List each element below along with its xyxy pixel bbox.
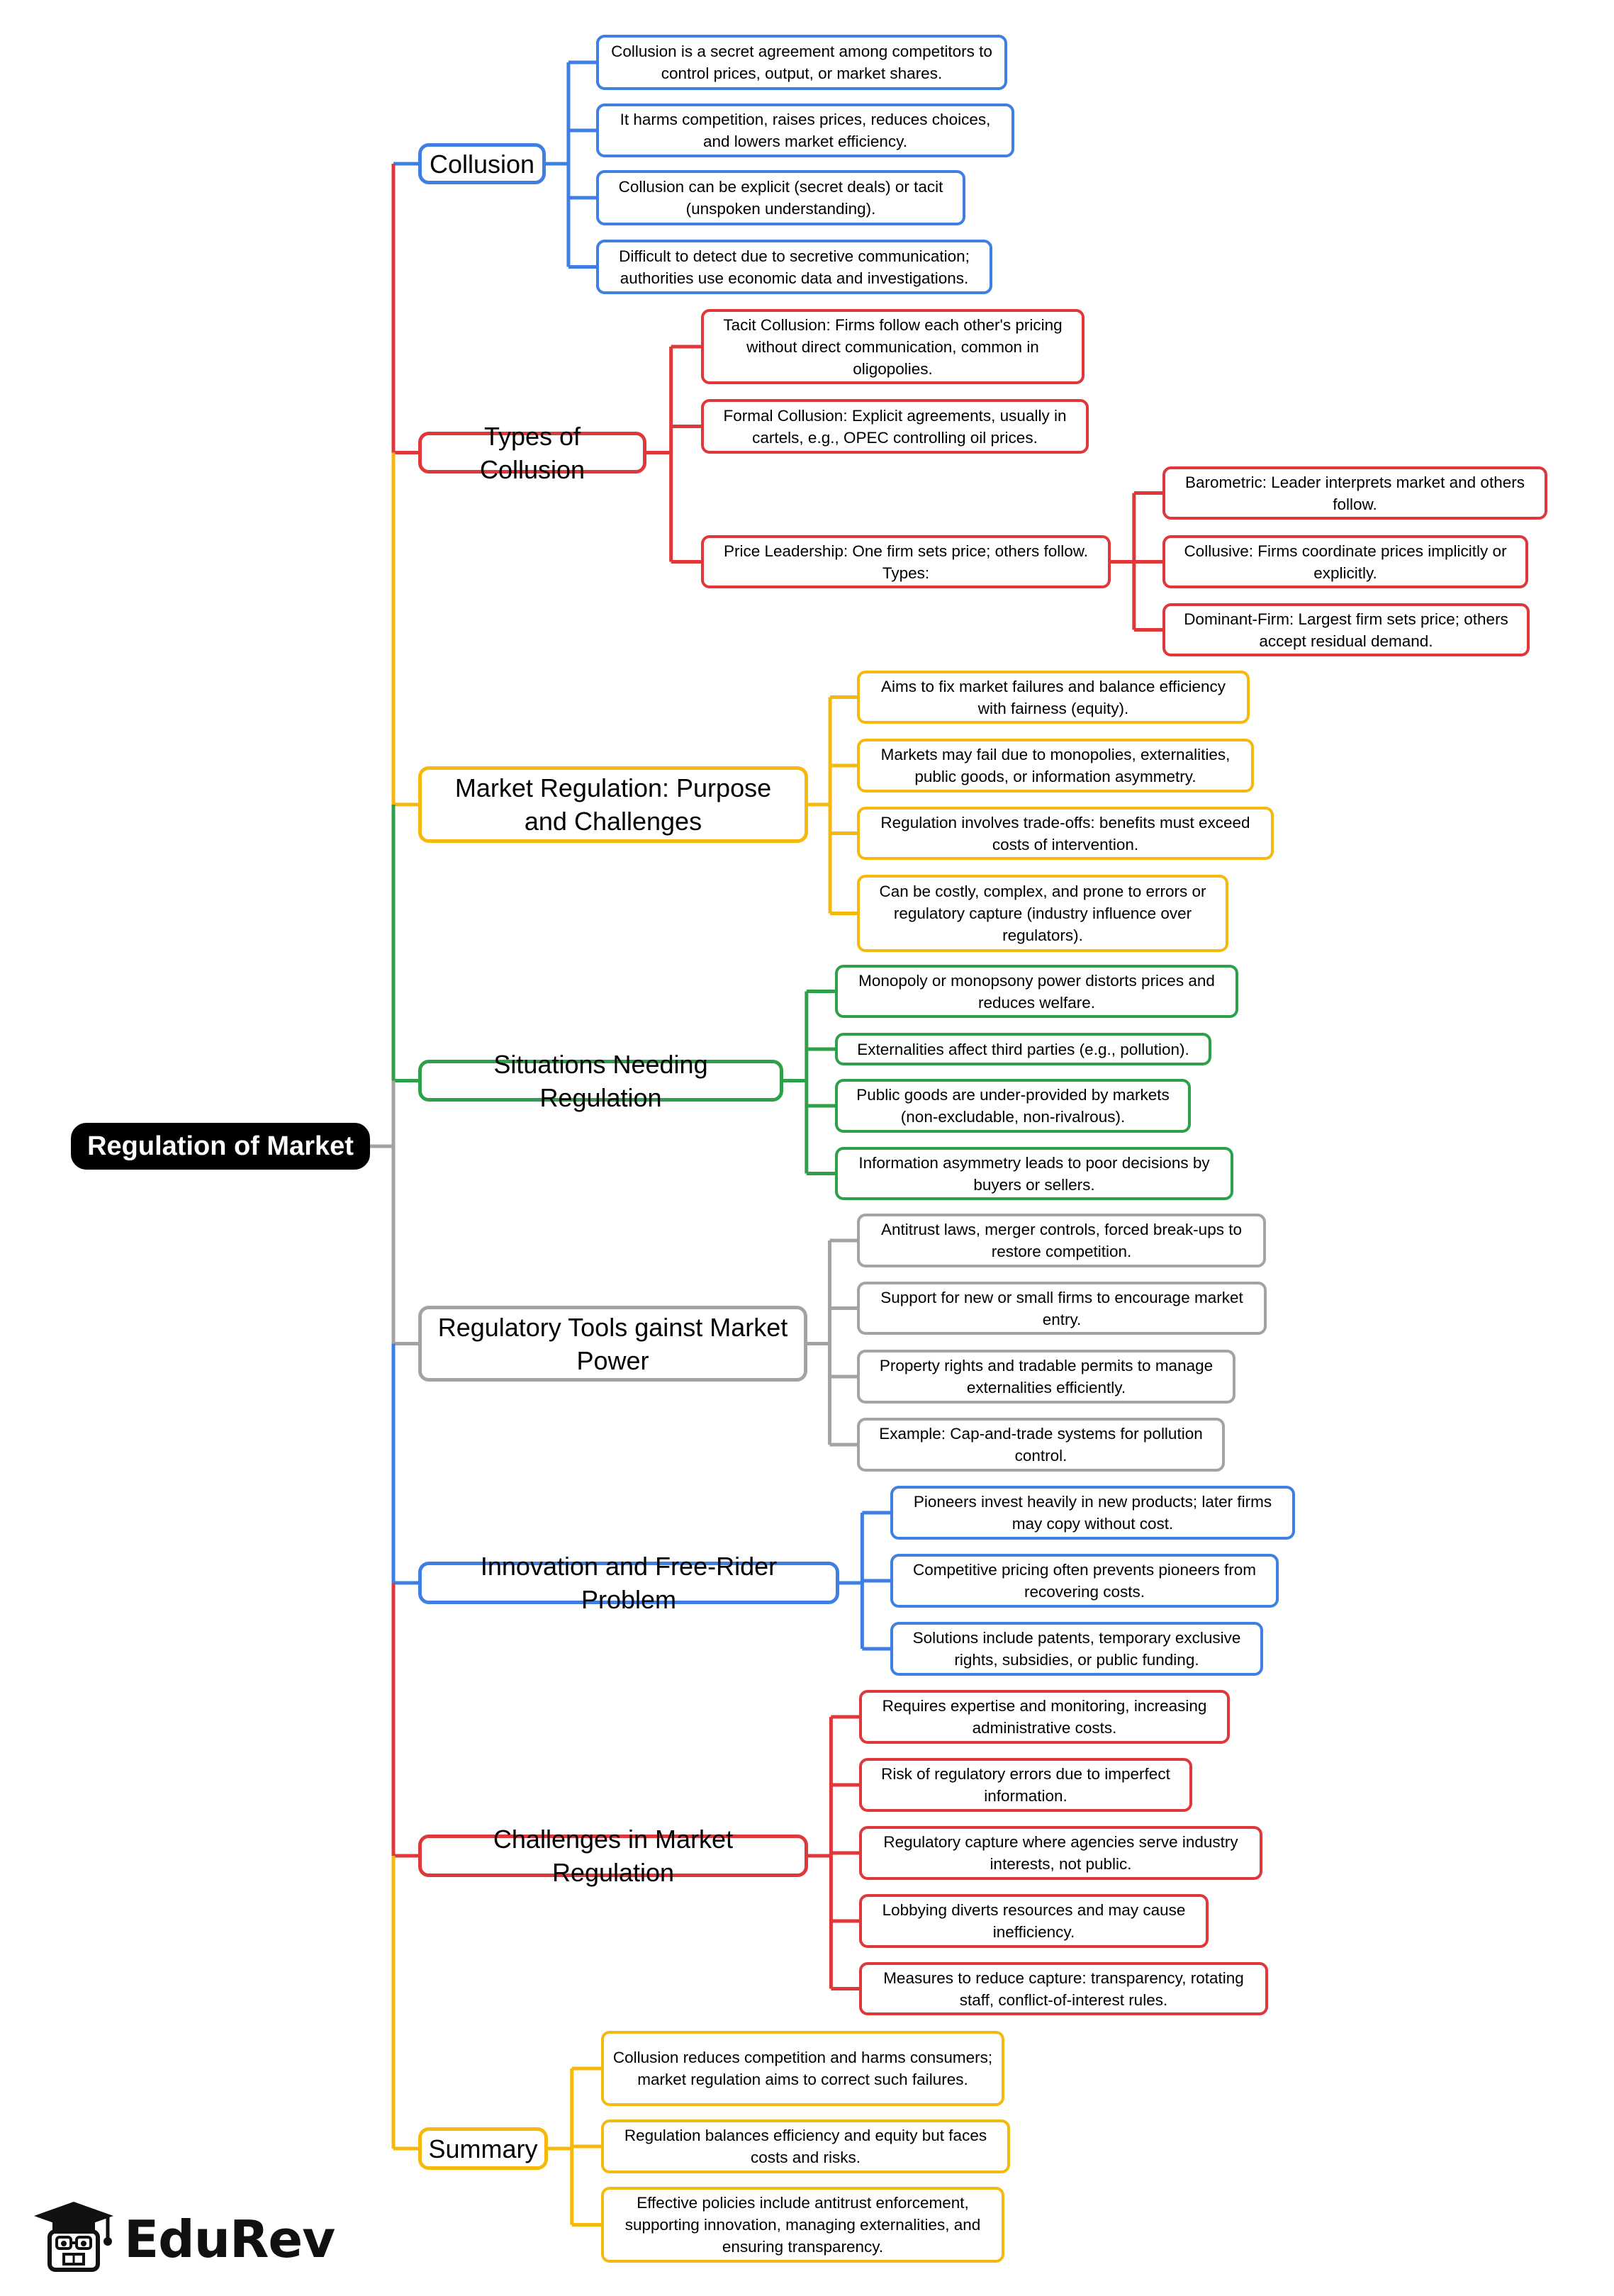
branch-summary-leaf: Collusion reduces competition and harms … bbox=[601, 2031, 1004, 2106]
branch-summary-leaf-label: Collusion reduces competition and harms … bbox=[612, 2049, 993, 2088]
branch-summary-label: Summary bbox=[428, 2134, 538, 2163]
branch-collusion-leaf-label: Difficult to detect due to secretive com… bbox=[619, 247, 970, 287]
branch-situations-needing-regulation-leaf-label: Public goods are under-provided by marke… bbox=[856, 1086, 1170, 1126]
branch-types-of-collusion-subleaf-label: Dominant-Firm: Largest firm sets price; … bbox=[1184, 610, 1508, 650]
branch-situations-needing-regulation: Situations Needing Regulation bbox=[418, 1050, 783, 1112]
branch-challenges-in-market-regulation-leaf: Requires expertise and monitoring, incre… bbox=[859, 1690, 1230, 1744]
branch-situations-needing-regulation-leaf: Externalities affect third parties (e.g.… bbox=[835, 1033, 1211, 1065]
branch-regulatory-tools-gainst-market-power-leaf: Antitrust laws, merger controls, forced … bbox=[857, 1214, 1266, 1267]
branch-innovation-and-free-rider-problem-leaf-label: Competitive pricing often prevents pione… bbox=[913, 1561, 1256, 1601]
branch-challenges-in-market-regulation-leaf-label: Regulatory capture where agencies serve … bbox=[883, 1833, 1238, 1873]
branch-types-of-collusion-subleaf: Barometric: Leader interprets market and… bbox=[1162, 466, 1547, 520]
branch-summary-leaf: Regulation balances efficiency and equit… bbox=[601, 2119, 1010, 2173]
branch-situations-needing-regulation-label: Situations Needing Regulation bbox=[493, 1049, 708, 1112]
branch-market-regulation-purpose-and-challenges-leaf-label: Can be costly, complex, and prone to err… bbox=[879, 883, 1206, 944]
branch-collusion-leaf-label: Collusion can be explicit (secret deals)… bbox=[618, 178, 943, 218]
branch-types-of-collusion-leaf: Formal Collusion: Explicit agreements, u… bbox=[701, 399, 1089, 454]
branch-collusion-label: Collusion bbox=[429, 149, 535, 179]
branch-collusion-leaf: It harms competition, raises prices, red… bbox=[596, 103, 1014, 157]
branch-regulatory-tools-gainst-market-power-leaf-label: Example: Cap-and-trade systems for pollu… bbox=[879, 1425, 1203, 1465]
branch-regulatory-tools-gainst-market-power-leaf: Support for new or small firms to encour… bbox=[857, 1282, 1267, 1335]
branch-collusion-leaf: Difficult to detect due to secretive com… bbox=[596, 240, 992, 294]
branch-collusion-leaf-label: It harms competition, raises prices, red… bbox=[620, 111, 991, 150]
branch-market-regulation-purpose-and-challenges-leaf: Markets may fail due to monopolies, exte… bbox=[857, 739, 1254, 793]
branch-challenges-in-market-regulation-leaf-label: Lobbying diverts resources and may cause… bbox=[882, 1901, 1186, 1941]
branch-innovation-and-free-rider-problem-label: Innovation and Free-Rider Problem bbox=[480, 1552, 778, 1614]
branch-types-of-collusion-leaf-label: Price Leadership: One firm sets price; o… bbox=[724, 542, 1088, 582]
branch-collusion-leaf: Collusion is a secret agreement among co… bbox=[596, 35, 1007, 90]
branch-regulatory-tools-gainst-market-power-leaf-label: Support for new or small firms to encour… bbox=[880, 1288, 1243, 1328]
branch-situations-needing-regulation-leaf: Public goods are under-provided by marke… bbox=[835, 1079, 1191, 1133]
branch-types-of-collusion-leaf-label: Tacit Collusion: Firms follow each other… bbox=[723, 315, 1063, 378]
branch-innovation-and-free-rider-problem-leaf-label: Solutions include patents, temporary exc… bbox=[912, 1629, 1241, 1669]
branch-summary-leaf-label: Regulation balances efficiency and equit… bbox=[624, 2127, 987, 2166]
branch-challenges-in-market-regulation-leaf: Regulatory capture where agencies serve … bbox=[859, 1826, 1262, 1880]
branch-collusion: Collusion bbox=[418, 143, 546, 184]
branch-market-regulation-purpose-and-challenges-leaf-label: Aims to fix market failures and balance … bbox=[880, 677, 1226, 717]
branch-market-regulation-purpose-and-challenges-leaf-label: Markets may fail due to monopolies, exte… bbox=[880, 746, 1231, 785]
root-node: Regulation of Market bbox=[71, 1123, 370, 1170]
branch-market-regulation-purpose-and-challenges-leaf-label: Regulation involves trade-offs: benefits… bbox=[880, 813, 1250, 853]
branch-challenges-in-market-regulation-leaf-label: Requires expertise and monitoring, incre… bbox=[882, 1697, 1207, 1737]
branch-innovation-and-free-rider-problem-leaf-label: Pioneers invest heavily in new products;… bbox=[913, 1493, 1272, 1533]
branch-challenges-in-market-regulation-leaf-label: Measures to reduce capture: transparency… bbox=[883, 1969, 1244, 2009]
branch-situations-needing-regulation-leaf-label: Monopoly or monopsony power distorts pri… bbox=[858, 971, 1215, 1012]
branch-types-of-collusion-leaf: Price Leadership: One firm sets price; o… bbox=[701, 535, 1111, 588]
branch-market-regulation-purpose-and-challenges-leaf: Aims to fix market failures and balance … bbox=[857, 671, 1250, 724]
branch-situations-needing-regulation-leaf-label: Information asymmetry leads to poor deci… bbox=[858, 1153, 1210, 1194]
branch-market-regulation-purpose-and-challenges-label: Market Regulation: Purpose and Challenge… bbox=[454, 773, 772, 836]
branch-types-of-collusion-leaf-label: Formal Collusion: Explicit agreements, u… bbox=[723, 406, 1067, 447]
branch-summary-leaf-label: Effective policies include antitrust enf… bbox=[624, 2194, 981, 2256]
edurev-logo-icon bbox=[34, 2202, 113, 2272]
branch-innovation-and-free-rider-problem-leaf: Solutions include patents, temporary exc… bbox=[890, 1622, 1263, 1676]
branch-regulatory-tools-gainst-market-power: Regulatory Tools gainst Market Power bbox=[418, 1306, 807, 1382]
branch-challenges-in-market-regulation: Challenges in Market Regulation bbox=[418, 1825, 808, 1887]
branch-regulatory-tools-gainst-market-power-label: Regulatory Tools gainst Market Power bbox=[437, 1312, 788, 1375]
branch-regulatory-tools-gainst-market-power-leaf: Example: Cap-and-trade systems for pollu… bbox=[857, 1418, 1225, 1472]
branch-innovation-and-free-rider-problem-leaf: Pioneers invest heavily in new products;… bbox=[890, 1486, 1295, 1540]
branch-types-of-collusion-label: Types of Collusion bbox=[479, 421, 585, 484]
branch-types-of-collusion-leaf: Tacit Collusion: Firms follow each other… bbox=[701, 309, 1085, 384]
root-node-label: Regulation of Market bbox=[87, 1131, 354, 1161]
branch-regulatory-tools-gainst-market-power-leaf-label: Property rights and tradable permits to … bbox=[879, 1357, 1214, 1396]
branch-regulatory-tools-gainst-market-power-leaf: Property rights and tradable permits to … bbox=[857, 1350, 1235, 1404]
branch-types-of-collusion-subleaf-label: Barometric: Leader interprets market and… bbox=[1185, 473, 1525, 513]
branch-regulatory-tools-gainst-market-power-leaf-label: Antitrust laws, merger controls, forced … bbox=[881, 1221, 1242, 1260]
branch-types-of-collusion-subleaf: Dominant-Firm: Largest firm sets price; … bbox=[1162, 603, 1530, 656]
branch-challenges-in-market-regulation-leaf-label: Risk of regulatory errors due to imperfe… bbox=[881, 1765, 1170, 1805]
branch-challenges-in-market-regulation-leaf: Risk of regulatory errors due to imperfe… bbox=[859, 1758, 1192, 1812]
branch-types-of-collusion-subleaf-label: Collusive: Firms coordinate prices impli… bbox=[1184, 542, 1507, 582]
branch-challenges-in-market-regulation-label: Challenges in Market Regulation bbox=[493, 1825, 734, 1887]
branch-types-of-collusion-subleaf: Collusive: Firms coordinate prices impli… bbox=[1162, 535, 1528, 588]
branch-summary-leaf: Effective policies include antitrust enf… bbox=[601, 2187, 1004, 2263]
branch-situations-needing-regulation-leaf: Monopoly or monopsony power distorts pri… bbox=[835, 965, 1238, 1018]
branch-innovation-and-free-rider-problem-leaf: Competitive pricing often prevents pione… bbox=[890, 1554, 1279, 1608]
branch-situations-needing-regulation-leaf: Information asymmetry leads to poor deci… bbox=[835, 1147, 1233, 1200]
branch-innovation-and-free-rider-problem: Innovation and Free-Rider Problem bbox=[418, 1552, 839, 1614]
branch-market-regulation-purpose-and-challenges: Market Regulation: Purpose and Challenge… bbox=[418, 766, 808, 843]
branch-situations-needing-regulation-leaf-label: Externalities affect third parties (e.g.… bbox=[857, 1040, 1189, 1058]
branch-challenges-in-market-regulation-leaf: Measures to reduce capture: transparency… bbox=[859, 1962, 1268, 2015]
branch-types-of-collusion: Types of Collusion bbox=[418, 422, 646, 484]
branch-collusion-leaf: Collusion can be explicit (secret deals)… bbox=[596, 170, 965, 225]
branch-collusion-leaf-label: Collusion is a secret agreement among co… bbox=[611, 43, 992, 82]
edurev-logo-text: EduRev bbox=[124, 2210, 335, 2269]
branch-summary: Summary bbox=[418, 2127, 548, 2170]
branch-challenges-in-market-regulation-leaf: Lobbying diverts resources and may cause… bbox=[859, 1894, 1209, 1948]
branch-market-regulation-purpose-and-challenges-leaf: Regulation involves trade-offs: benefits… bbox=[857, 807, 1274, 860]
branch-market-regulation-purpose-and-challenges-leaf: Can be costly, complex, and prone to err… bbox=[857, 875, 1228, 952]
